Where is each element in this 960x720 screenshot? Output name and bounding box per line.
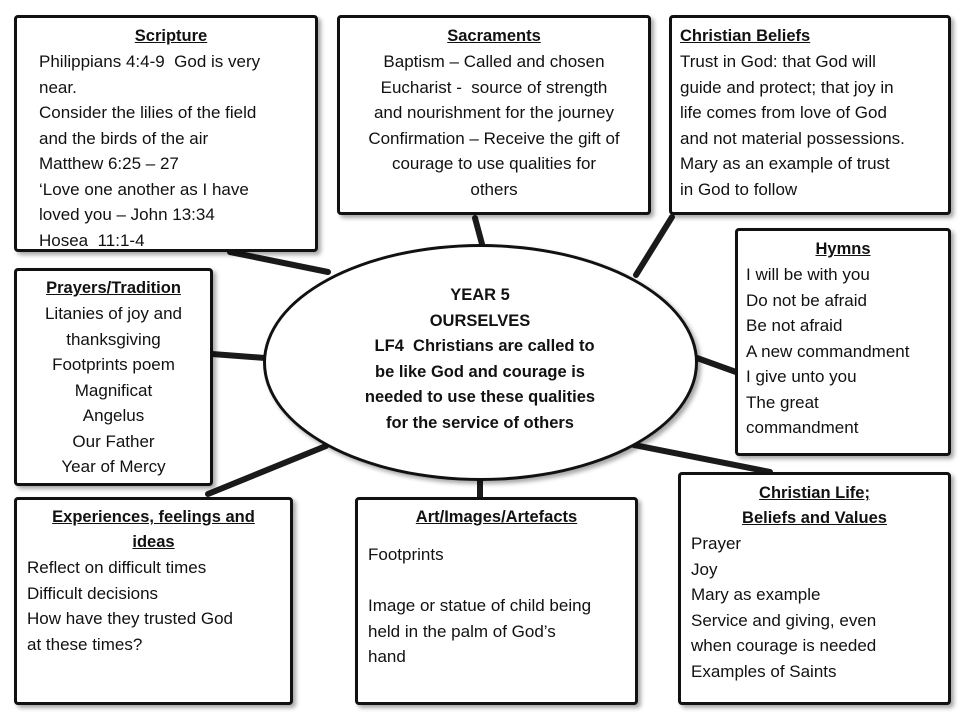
hymns-line: A new commandment <box>746 341 910 361</box>
sacraments-line: Confirmation – Receive the gift of <box>368 128 620 148</box>
sacraments-content: Baptism – Called and chosen Eucharist - … <box>344 49 644 202</box>
connector-life <box>631 442 773 475</box>
art-line <box>368 568 625 594</box>
prayers-tradition-box: Prayers/Tradition Litanies of joy and th… <box>14 268 213 486</box>
prayers-tradition-content: Litanies of joy and thanksgiving Footpri… <box>21 301 206 480</box>
experiences-line: Reflect on difficult times <box>27 558 207 577</box>
central-topic-ellipse <box>263 244 698 481</box>
central-topic-line: LF4 Christians are called to <box>365 337 595 355</box>
sacraments-line: Eucharist - source of strength <box>380 77 608 97</box>
experiences-line: Difficult decisions <box>27 583 159 603</box>
hymns-line: Do not be afraid <box>746 290 867 310</box>
art-line: held in the palm of God’s <box>368 621 556 641</box>
scripture-line: Hosea 11:1-4 <box>39 230 145 250</box>
connector-experiences <box>205 443 329 497</box>
hymns-content: I will be with you Do not be afraid Be n… <box>746 262 940 441</box>
hymns-title: Hymns <box>815 240 871 258</box>
sacraments-line: courage to use qualities for <box>391 154 597 173</box>
scripture-line: ‘Love one another as I have <box>39 179 249 199</box>
connector-hymns <box>694 355 739 375</box>
sacraments-title: Sacraments <box>447 27 541 45</box>
christian-life-line: Examples of Saints <box>691 661 837 681</box>
art-line: Image or statue of child being <box>368 596 592 615</box>
christian-life-content: Prayer Joy Mary as example Service and g… <box>691 531 938 684</box>
art-line: hand <box>368 647 406 666</box>
christian-beliefs-line: and not material possessions. <box>680 128 905 148</box>
christian-life-line: Prayer <box>691 534 742 553</box>
prayers-line: Magnificat <box>74 380 153 400</box>
hymns-line: The great <box>746 392 819 412</box>
prayers-line: thanksgiving <box>66 329 161 349</box>
central-topic-line: for the service of others <box>386 413 574 432</box>
hymns-line: commandment <box>746 418 859 437</box>
prayers-line: Litanies of joy and <box>44 304 183 323</box>
art-images-content: Footprints Image or statue of child bein… <box>368 542 625 670</box>
christian-beliefs-line: life comes from love of God <box>680 103 887 122</box>
hymns-box: Hymns I will be with you Do not be afrai… <box>735 228 951 456</box>
sacraments-line: others <box>470 179 518 199</box>
christian-beliefs-content: Trust in God: that God will guide and pr… <box>680 49 940 202</box>
christian-life-box: Christian Life; Beliefs and Values Praye… <box>678 472 951 705</box>
scripture-line: Consider the lilies of the field <box>39 103 257 122</box>
central-topic-line: be like God and courage is <box>375 362 585 381</box>
experiences-title: Experiences, feelings and ideas <box>27 505 280 555</box>
connector-beliefs <box>633 214 675 278</box>
christian-life-line: Mary as example <box>691 585 821 604</box>
christian-beliefs-line: guide and protect; that joy in <box>680 77 894 97</box>
connector-sacraments <box>472 215 485 247</box>
hymns-line: I will be with you <box>746 265 870 284</box>
experiences-title-line: ideas <box>132 533 175 551</box>
prayers-line: Year of Mercy <box>61 457 166 476</box>
scripture-line: loved you – John 13:34 <box>39 205 215 224</box>
art-images-box: Art/Images/Artefacts Footprints Image or… <box>355 497 638 705</box>
prayers-line: Angelus <box>82 406 145 425</box>
experiences-line: at these times? <box>27 634 143 654</box>
hymns-line: I give unto you <box>746 367 857 386</box>
scripture-line: Matthew 6:25 – 27 <box>39 154 179 173</box>
christian-beliefs-box: Christian Beliefs Trust in God: that God… <box>669 15 951 215</box>
scripture-line: near. <box>39 77 77 97</box>
christian-beliefs-line: in God to follow <box>680 179 798 199</box>
central-topic-line: YEAR 5 <box>450 286 510 304</box>
central-topic-text: YEAR 5 OURSELVES LF4 Christians are call… <box>330 283 630 436</box>
christian-beliefs-line: Trust in God: that God will <box>680 52 876 71</box>
christian-life-title-line: Christian Life; <box>759 484 870 502</box>
hymns-line: Be not afraid <box>746 316 843 335</box>
prayers-tradition-title: Prayers/Tradition <box>46 279 181 297</box>
experiences-title-line: Experiences, feelings and <box>52 508 255 526</box>
scripture-box: Scripture Philippians 4:4-9 God is very … <box>14 15 318 252</box>
christian-life-title: Christian Life; Beliefs and Values <box>691 481 938 531</box>
prayers-line: Our Father <box>72 431 155 451</box>
scripture-line: and the birds of the air <box>39 128 209 148</box>
christian-beliefs-title: Christian Beliefs <box>680 27 811 45</box>
christian-life-line: Service and giving, even <box>691 610 877 630</box>
scripture-content: Philippians 4:4-9 God is very near. Cons… <box>39 49 303 253</box>
connector-scripture <box>227 249 331 275</box>
art-images-title: Art/Images/Artefacts <box>415 508 578 526</box>
connector-prayers <box>209 351 268 361</box>
sacraments-box: Sacraments Baptism – Called and chosen E… <box>337 15 651 215</box>
central-topic-line: OURSELVES <box>429 311 531 330</box>
central-topic-line: needed to use these qualities <box>364 388 596 406</box>
scripture-title: Scripture <box>134 27 208 45</box>
experiences-line: How have they trusted God <box>27 609 234 628</box>
christian-life-line: when courage is needed <box>691 636 877 655</box>
sacraments-line: Baptism – Called and chosen <box>383 52 605 71</box>
art-line: Footprints <box>368 545 444 564</box>
sacraments-line: and nourishment for the journey <box>373 103 615 122</box>
prayers-line: Footprints poem <box>52 355 175 374</box>
experiences-box: Experiences, feelings and ideas Reflect … <box>14 497 293 705</box>
scripture-line: Philippians 4:4-9 God is very <box>39 52 261 71</box>
christian-life-line: Joy <box>691 559 718 579</box>
christian-life-title-line: Beliefs and Values <box>742 509 887 527</box>
christian-beliefs-line: Mary as an example of trust <box>680 154 890 173</box>
experiences-content: Reflect on difficult times Difficult dec… <box>27 555 280 657</box>
